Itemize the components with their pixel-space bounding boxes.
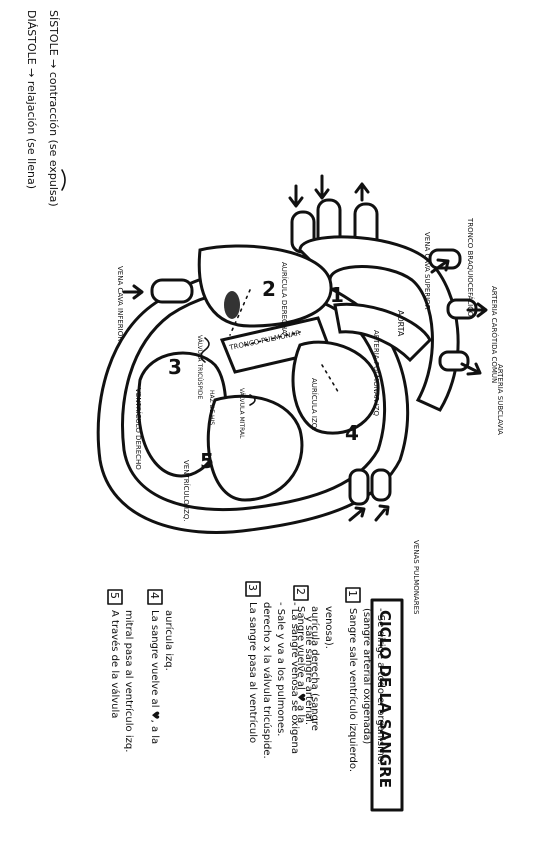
- label-valvula-mitral: VÁLVULA MITRAL: [238, 388, 245, 439]
- diastole-text: DIÁSTOLE → relajación (se llena): [25, 10, 38, 189]
- arrow-tronco-braquiocefalico: [430, 258, 450, 274]
- systole-text: SÍSTOLE → contracción (se expulsa): [47, 10, 60, 207]
- flow-dots-tronco: [244, 331, 301, 346]
- marker-4: 4: [345, 421, 359, 445]
- marker-5: 5: [200, 449, 214, 473]
- label-ventriculo-derecho: VENTRÍCULO DERECHO: [134, 388, 143, 470]
- title-box: [370, 598, 404, 812]
- arrow-venas-pulmonares-1: [348, 506, 366, 522]
- step-3-line-3: - Sale y va a los pulmones.: [275, 602, 286, 737]
- step-5-line-1: A través de la válvula: [109, 610, 121, 718]
- step-5-box: [107, 589, 123, 605]
- label-tronco-braquiocefalico: TRONCO BRAQUIOCEFÁLICO: [466, 217, 475, 317]
- flow-dots-left-atrium: [321, 364, 341, 396]
- step-3-num: 3: [246, 584, 259, 591]
- aorta: [298, 235, 460, 412]
- auricula-izq: [291, 340, 380, 435]
- label-vena-cava-superior: VENA CAVA SUPERIOR: [423, 232, 431, 310]
- step-4-num: 4: [148, 592, 161, 599]
- step-3-line-1: La sangre pasa al ventrículo: [247, 602, 259, 743]
- label-arteria-pulmonar: ARTERIA PULMONAR IZQ: [372, 330, 380, 417]
- step-5-num: 5: [108, 592, 121, 599]
- step-1-line-1: Sangre sale ventrículo izquierdo.: [347, 608, 359, 772]
- marker-2: 2: [262, 277, 276, 301]
- step-3-line-4: - La sangre venosa se oxigena: [289, 602, 300, 754]
- step-1-line-3: - Se dirige a todo el organismo.: [375, 608, 386, 765]
- arrow-into-vena-cava-2: [314, 174, 330, 200]
- vena-cava-inferior: [150, 278, 194, 304]
- flow-arrows: [122, 174, 488, 522]
- step-5-line-2: mitral pasa al ventrículo izq.: [123, 610, 135, 752]
- step-4-line-2: aurícula izq.: [163, 610, 175, 671]
- arrow-subclavia: [460, 362, 482, 376]
- arrow-out-top: [354, 182, 370, 202]
- step-1-line-2: (sangre arterial oxigenada): [361, 608, 372, 744]
- arrow-into-vena-cava-1: [288, 184, 304, 208]
- valvula-mitral-shape: [249, 394, 256, 406]
- step-2: 2 Sangre vuelve al ♥ a la aurícula derec…: [293, 585, 334, 731]
- phases-note: SÍSTOLE → contracción (se expulsa) DIÁST…: [25, 10, 60, 207]
- valvula-tricuspide-shape: [200, 337, 210, 363]
- arrow-into-vena-cava-inferior: [122, 284, 144, 300]
- label-auricula-izq: AURÍCULA IZQ.: [310, 378, 319, 431]
- label-vena-cava-inferior: VENA CAVA INFERIOR: [116, 266, 124, 341]
- flow-dots-right-atrium: [229, 289, 251, 336]
- label-valvula-tricuspide: VÁLVULA TRICÚSPIDE: [196, 335, 203, 399]
- page-title: CICLO DE LA SANGRE: [376, 610, 394, 788]
- step-2-box: [293, 585, 309, 601]
- step-1-num: 1: [346, 590, 359, 597]
- step-4-box: [147, 589, 163, 605]
- ventriculo-izq: [206, 394, 304, 502]
- marker-3: 3: [168, 355, 182, 379]
- step-2-num: 2: [294, 588, 307, 595]
- step-3-line-5: y sale sangre arterial.: [303, 616, 314, 725]
- tronco-braquiocefalico-branch: [428, 248, 462, 270]
- label-auricula-derecha: AURÍCULA DERECHA: [280, 262, 289, 334]
- arteria-pulmonar: [333, 302, 432, 363]
- label-ventriculo-izq: VENTRÍCULO IZQ.: [182, 460, 191, 522]
- step-3: 3 La sangre pasa al ventrículo derecho x…: [245, 581, 314, 759]
- vena-pulmonar-1: [348, 468, 370, 506]
- label-haz-de-his: HAZ DE HIS: [208, 390, 215, 425]
- step-notes: 1 Sangre sale ventrículo izquierdo. (san…: [107, 581, 386, 772]
- step-1: 1 Sangre sale ventrículo izquierdo. (san…: [345, 587, 386, 772]
- arrow-venas-pulmonares-2: [374, 504, 390, 522]
- label-aorta: AORTA: [396, 310, 405, 337]
- phases-brace: [61, 169, 66, 191]
- step-4: 4 La sangre vuelve al ♥, a la aurícula i…: [147, 589, 175, 744]
- step-2-line-2: aurícula derecha (sangre: [309, 606, 321, 731]
- label-arteria-subclavia: ARTERIA SUBCLAVIA: [496, 364, 504, 435]
- step-5: 5 A través de la válvula mitral pasa al …: [107, 589, 135, 752]
- step-3-box: [245, 581, 261, 597]
- step-4-line-1: La sangre vuelve al ♥, a la: [149, 610, 160, 744]
- arrow-carotida: [466, 302, 488, 318]
- marker-1: 1: [330, 283, 344, 307]
- step-2-line-1: Sangre vuelve al ♥ a la: [295, 606, 306, 723]
- vena-pulmonar-2: [370, 468, 392, 502]
- step-2-line-3: venosa).: [323, 606, 334, 649]
- subclavia-branch: [438, 350, 470, 372]
- step-1-box: [345, 587, 361, 603]
- septal-dark-spot: [224, 291, 240, 319]
- label-arteria-carotida: ARTERIA CARÓTIDA COMÚN: [490, 286, 499, 383]
- step-3-line-2: derecho x la válvula tricúspide.: [261, 602, 273, 759]
- label-venas-pulmonares: VENAS PULMONARES: [412, 540, 420, 615]
- heart-drawing: 1 2 3 4 5 VENA CAVA SUPERIOR VENA CAVA I…: [96, 174, 504, 615]
